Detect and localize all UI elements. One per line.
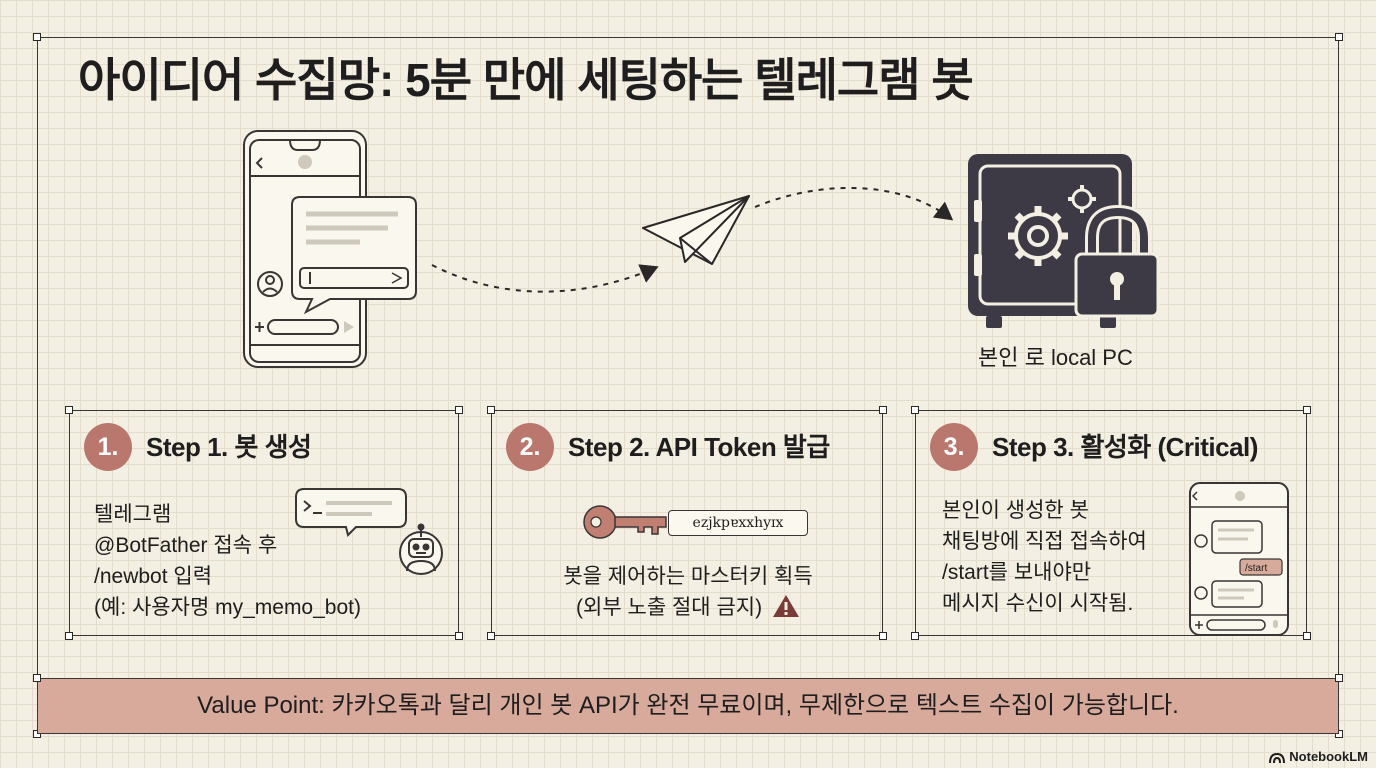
card-handle[interactable]: [487, 406, 495, 414]
card-handle[interactable]: [1303, 406, 1311, 414]
step-line: (예: 사용자명 my_memo_bot): [94, 596, 361, 619]
gear-icon: [1008, 185, 1096, 266]
paper-plane-icon: [642, 195, 750, 265]
step-description: 봇을 제어하는 마스터키 획득 (외부 노출 절대 금지): [492, 561, 884, 623]
card-handle[interactable]: [455, 632, 463, 640]
step-line: 본인이 생성한 봇: [942, 499, 1089, 522]
notebooklm-logo-icon: [1269, 752, 1286, 763]
banner-handle[interactable]: [1335, 674, 1343, 682]
card-handle[interactable]: [879, 632, 887, 640]
card-handle[interactable]: [65, 406, 73, 414]
card-handle[interactable]: [1303, 632, 1311, 640]
step-number-badge: 2.: [506, 423, 554, 471]
corner-handle[interactable]: [33, 33, 41, 41]
step-line: /start를 보내야만: [942, 561, 1092, 584]
card-handle[interactable]: [487, 632, 495, 640]
flow-arrow: [431, 264, 659, 293]
step-line: 텔레그램: [94, 503, 172, 526]
corner-handle[interactable]: [1335, 730, 1343, 738]
terminal-bubble-icon: [295, 488, 443, 575]
step-title: Step 1. 봇 생성: [146, 432, 312, 462]
page-title: 아이디어 수집망: 5분 만에 세팅하는 텔레그램 봇: [78, 54, 974, 106]
step-number-badge: 1.: [84, 423, 132, 471]
step-line: 봇을 제어하는 마스터키 획득: [563, 565, 813, 588]
card-handle[interactable]: [911, 406, 919, 414]
vault-caption: 본인 로 local PC: [978, 345, 1133, 370]
lock-icon: [1074, 204, 1160, 318]
value-point-banner: Value Point: 카카오톡과 달리 개인 봇 API가 완전 무료이며,…: [37, 678, 1339, 734]
step-title: Step 3. 활성화 (Critical): [992, 432, 1258, 462]
robot-icon: [399, 523, 443, 575]
step-line: @BotFather 접속 후: [94, 534, 278, 557]
step-number-badge: 3.: [930, 423, 978, 471]
flow-arrow: [754, 186, 954, 221]
api-token-value: ezjkpɐxxhyɪx: [668, 510, 808, 536]
card-handle[interactable]: [455, 406, 463, 414]
hero-illustration: [243, 130, 1160, 368]
step-line: /newbot 입력: [94, 565, 213, 588]
corner-handle[interactable]: [1335, 33, 1343, 41]
chat-bubble-icon: [291, 196, 417, 315]
step-line: (외부 노출 절대 금지): [492, 592, 884, 623]
step-line: 채팅방에 직접 접속하여: [942, 530, 1147, 553]
card-handle[interactable]: [65, 632, 73, 640]
brand-label: NotebookLM: [1269, 749, 1368, 764]
step-card-1: 1. Step 1. 봇 생성 텔레그램 @BotFather 접속 후 /ne…: [69, 410, 459, 636]
card-handle[interactable]: [879, 406, 887, 414]
banner-handle[interactable]: [33, 674, 41, 682]
warning-icon: [772, 595, 799, 617]
start-command-label: /start: [1245, 563, 1267, 574]
step-card-3: 3. Step 3. 활성화 (Critical) 본인이 생성한 봇 채팅방에…: [915, 410, 1307, 636]
step-description: 텔레그램 @BotFather 접속 후 /newbot 입력 (예: 사용자명…: [94, 499, 361, 623]
card-handle[interactable]: [911, 632, 919, 640]
step-line-text: (외부 노출 절대 금지): [576, 596, 763, 619]
step-title: Step 2. API Token 발급: [568, 432, 830, 462]
brand-name: NotebookLM: [1289, 749, 1368, 764]
step-line: 메시지 수신이 시작됨.: [942, 592, 1134, 615]
step-description: 본인이 생성한 봇 채팅방에 직접 접속하여 /start를 보내야만 메시지 …: [942, 495, 1147, 619]
step-card-2: 2. Step 2. API Token 발급 ezjkpɐxxhyɪx 봇을 …: [491, 410, 883, 636]
key-icon: [583, 505, 667, 539]
phone-chat-icon: /start: [1189, 482, 1289, 636]
